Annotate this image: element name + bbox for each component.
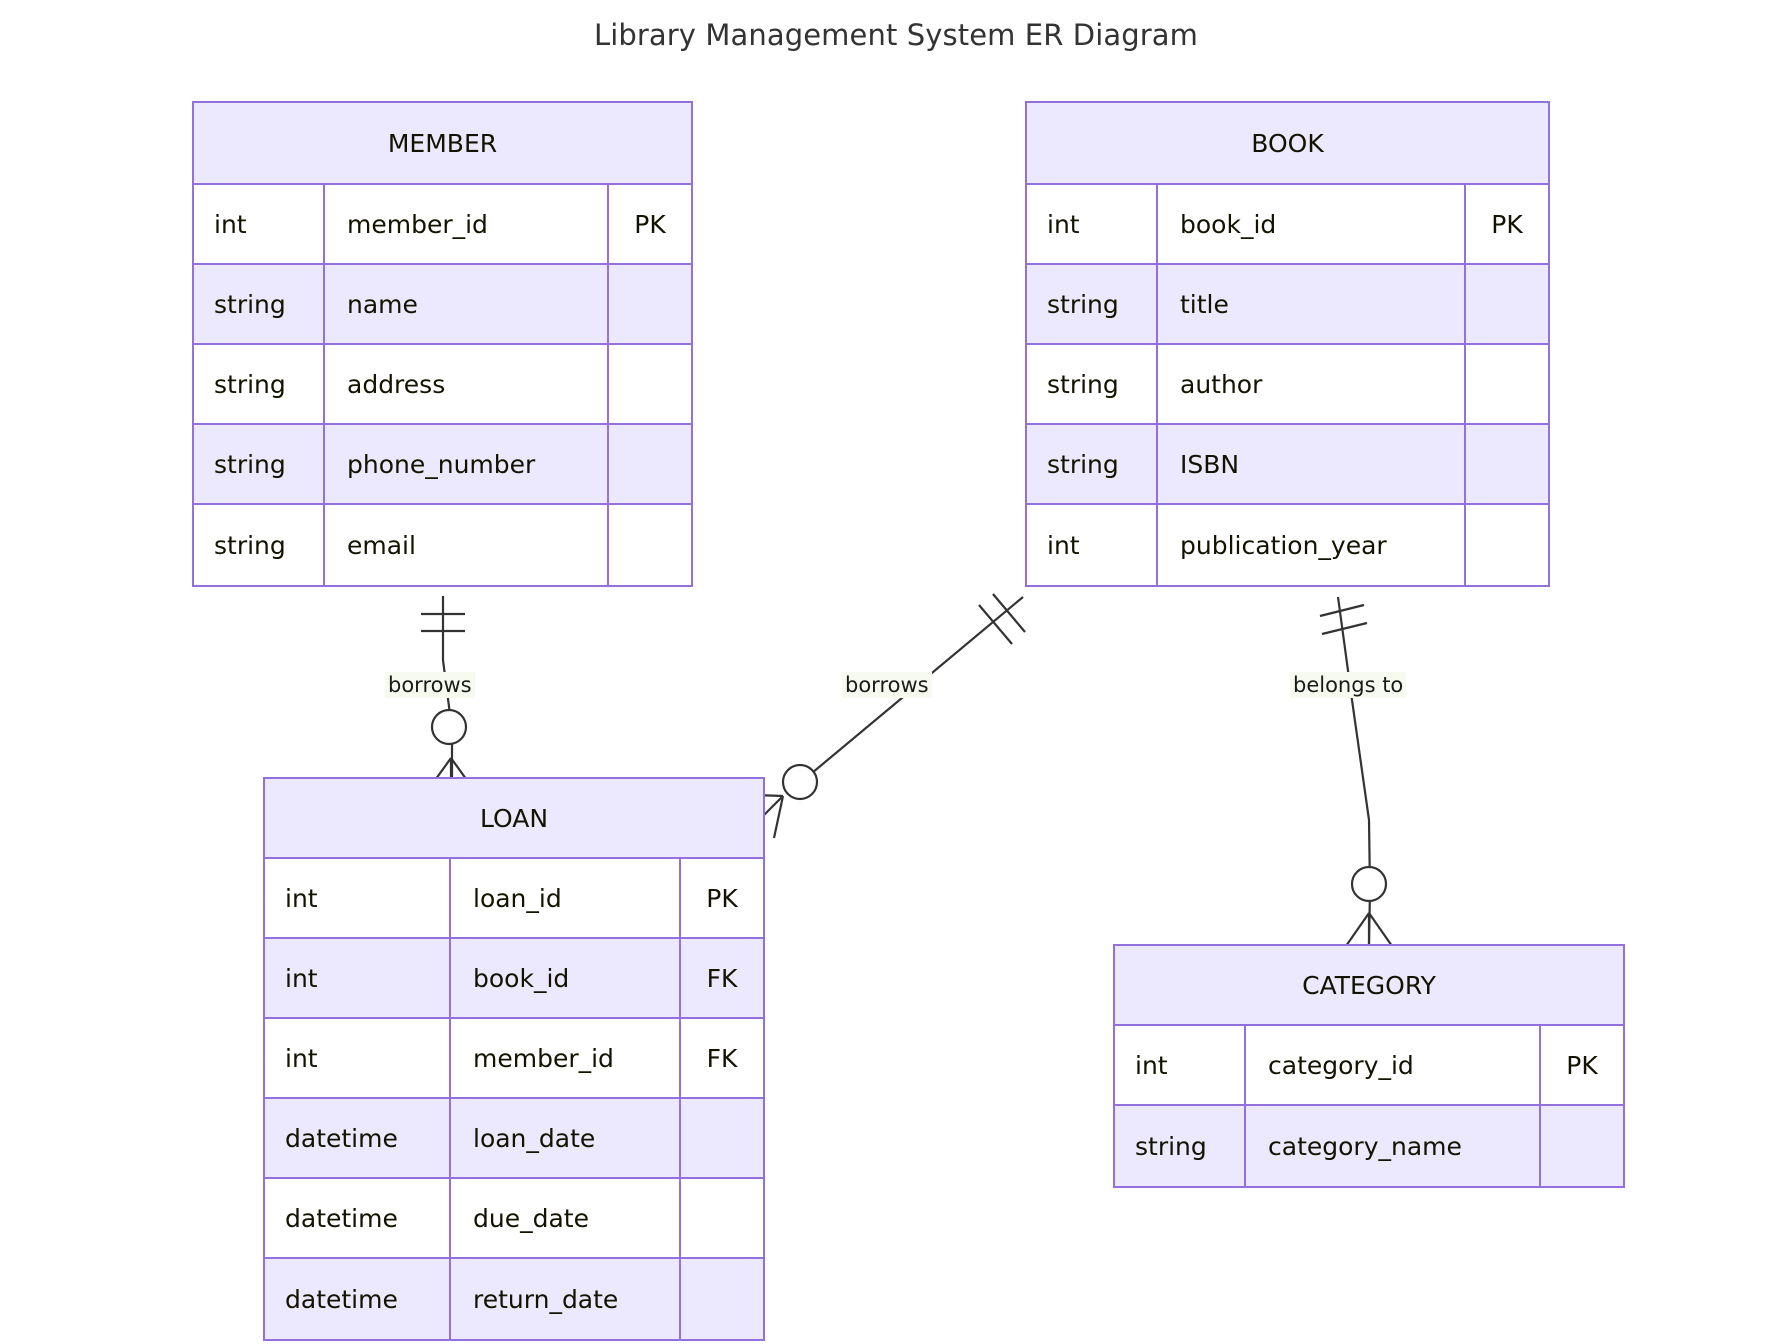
attribute-key: [609, 265, 691, 343]
attribute-type: string: [194, 505, 325, 585]
attribute-type: string: [194, 425, 325, 503]
cardinality-one-tick: [978, 604, 1013, 645]
attribute-type: string: [1115, 1106, 1246, 1186]
attribute-row: string phone_number: [194, 425, 691, 505]
attribute-name: title: [1158, 265, 1466, 343]
attribute-key: FK: [706, 963, 738, 993]
entity-category[interactable]: CATEGORY int category_id PK string categ…: [1113, 944, 1625, 1188]
relationship-line: [1336, 596, 1372, 945]
attribute-name: category_name: [1246, 1106, 1541, 1186]
attribute-row: string category_name: [1115, 1106, 1623, 1186]
attribute-row: int book_id FK: [265, 939, 763, 1019]
attribute-key: [1466, 265, 1548, 343]
attribute-row: string ISBN: [1027, 425, 1548, 505]
attribute-key: PK: [1566, 1050, 1598, 1080]
attribute-row: int member_id FK: [265, 1019, 763, 1099]
relationship-book-belongs-to-category: [1319, 596, 1393, 947]
attribute-type: int: [265, 939, 451, 1017]
cardinality-many-crowsfoot: [1345, 912, 1393, 947]
attribute-row: string author: [1027, 345, 1548, 425]
attribute-name: author: [1158, 345, 1466, 423]
attribute-row: int category_id PK: [1115, 1026, 1623, 1106]
cardinality-zero-circle: [430, 708, 468, 746]
attribute-row: int loan_id PK: [265, 859, 763, 939]
cardinality-one-tick: [1319, 603, 1365, 618]
cardinality-zero-circle: [781, 763, 819, 801]
relationship-label-book-belongs-to-category: belongs to: [1290, 672, 1407, 698]
attribute-row: string name: [194, 265, 691, 345]
entity-book[interactable]: BOOK int book_id PK string title string …: [1025, 101, 1550, 587]
entity-loan-title: LOAN: [265, 779, 763, 859]
cardinality-one-tick: [1321, 621, 1368, 636]
attribute-row: string email: [194, 505, 691, 585]
attribute-row: int book_id PK: [1027, 185, 1548, 265]
entity-loan[interactable]: LOAN int loan_id PK int book_id FK int m…: [263, 777, 765, 1341]
attribute-name: publication_year: [1158, 505, 1466, 585]
attribute-name: loan_date: [451, 1099, 681, 1177]
attribute-type: datetime: [265, 1099, 451, 1177]
attribute-type: int: [1027, 505, 1158, 585]
attribute-key: PK: [1491, 209, 1523, 239]
attribute-name: name: [325, 265, 609, 343]
attribute-row: datetime return_date: [265, 1259, 763, 1339]
attribute-type: int: [1115, 1026, 1246, 1104]
attribute-type: int: [265, 859, 451, 937]
relationship-label-member-borrows-loan: borrows: [385, 672, 475, 698]
attribute-type: string: [194, 345, 325, 423]
attribute-name: address: [325, 345, 609, 423]
attribute-name: ISBN: [1158, 425, 1466, 503]
attribute-row: datetime loan_date: [265, 1099, 763, 1179]
attribute-row: int publication_year: [1027, 505, 1548, 585]
page-title: Library Management System ER Diagram: [593, 18, 1199, 52]
attribute-key: [609, 505, 691, 585]
attribute-row: int member_id PK: [194, 185, 691, 265]
attribute-key: FK: [706, 1043, 738, 1073]
attribute-name: member_id: [325, 185, 609, 263]
attribute-key: [1466, 505, 1548, 585]
attribute-name: category_id: [1246, 1026, 1541, 1104]
attribute-key: [609, 425, 691, 503]
attribute-row: string title: [1027, 265, 1548, 345]
attribute-name: return_date: [451, 1259, 681, 1339]
attribute-key: [681, 1099, 763, 1177]
attribute-key: [681, 1259, 763, 1339]
attribute-type: int: [1027, 185, 1158, 263]
cardinality-zero-circle: [1350, 865, 1388, 903]
attribute-key: [1466, 425, 1548, 503]
relationship-label-book-borrows-loan: borrows: [842, 672, 932, 698]
attribute-type: string: [1027, 425, 1158, 503]
attribute-row: string address: [194, 345, 691, 425]
attribute-row: datetime due_date: [265, 1179, 763, 1259]
attribute-name: book_id: [451, 939, 681, 1017]
attribute-name: member_id: [451, 1019, 681, 1097]
attribute-name: email: [325, 505, 609, 585]
entity-member[interactable]: MEMBER int member_id PK string name stri…: [192, 101, 693, 587]
attribute-type: string: [194, 265, 325, 343]
attribute-key: [1541, 1106, 1623, 1186]
attribute-key: [681, 1179, 763, 1257]
attribute-type: int: [194, 185, 325, 263]
relationship-member-borrows-loan: [421, 596, 475, 791]
attribute-key: [609, 345, 691, 423]
attribute-key: PK: [706, 883, 738, 913]
attribute-type: string: [1027, 265, 1158, 343]
attribute-name: loan_id: [451, 859, 681, 937]
attribute-type: string: [1027, 345, 1158, 423]
entity-book-title: BOOK: [1027, 103, 1548, 185]
cardinality-one-tick: [992, 593, 1026, 633]
attribute-type: datetime: [265, 1179, 451, 1257]
attribute-key: [1466, 345, 1548, 423]
attribute-key: PK: [634, 209, 666, 239]
entity-category-title: CATEGORY: [1115, 946, 1623, 1026]
attribute-type: datetime: [265, 1259, 451, 1339]
attribute-name: due_date: [451, 1179, 681, 1257]
relationship-book-borrows-loan: [751, 593, 1026, 839]
attribute-type: int: [265, 1019, 451, 1097]
entity-member-title: MEMBER: [194, 103, 691, 185]
attribute-name: book_id: [1158, 185, 1466, 263]
attribute-name: phone_number: [325, 425, 609, 503]
